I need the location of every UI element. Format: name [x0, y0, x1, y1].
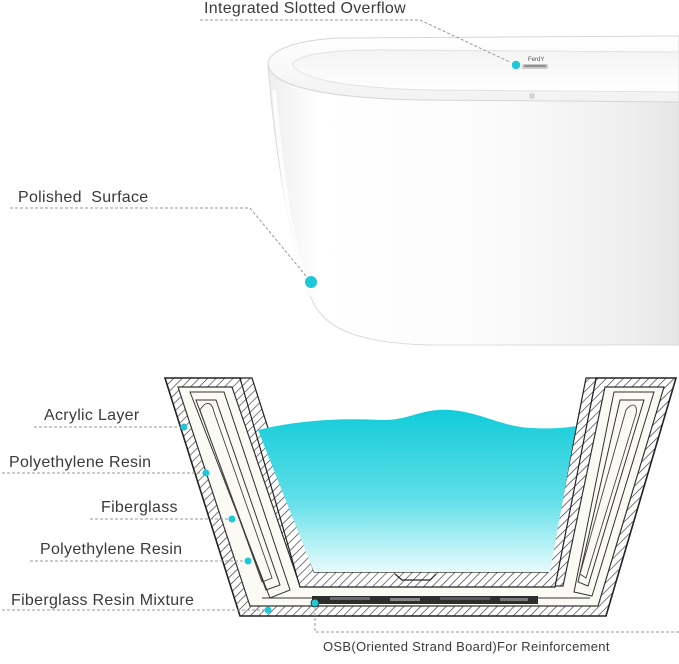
callout-mixture	[2, 606, 272, 614]
label-polyethylene-resin-2: Polyethylene Resin	[40, 541, 183, 558]
callout-pe2	[30, 557, 252, 565]
callout-dot	[510, 59, 522, 71]
callout-dot	[303, 274, 319, 290]
label-fiberglass-resin-mixture: Fiberglass Resin Mixture	[11, 592, 195, 609]
brand-mark: FerdY	[528, 57, 544, 63]
callout-dot	[228, 515, 236, 523]
label-polished-surface: Polished Surface	[18, 189, 149, 206]
osb-board	[312, 596, 538, 604]
callout-dot	[244, 557, 252, 565]
callout-dot	[202, 469, 210, 477]
cross-section-diagram	[163, 377, 678, 617]
label-fiberglass: Fiberglass	[101, 499, 178, 516]
callout-dot	[180, 423, 188, 431]
callout-dot	[310, 598, 320, 608]
tub-basin	[291, 49, 679, 93]
label-osb-reinforcement: OSB(Oriented Strand Board)For Reinforcem…	[323, 639, 610, 654]
callout-fiberglass	[90, 515, 236, 523]
label-integrated-slotted-overflow: Integrated Slotted Overflow	[204, 0, 406, 17]
callout-osb	[310, 598, 679, 633]
drain	[529, 93, 535, 99]
resin-core	[177, 386, 665, 607]
callout-pe1	[2, 469, 210, 477]
callout-dot	[264, 606, 272, 614]
label-polyethylene-resin-1: Polyethylene Resin	[9, 454, 152, 471]
callout-overflow	[200, 19, 522, 71]
water	[258, 409, 576, 572]
label-acrylic-layer: Acrylic Layer	[44, 407, 140, 424]
callout-acrylic	[34, 423, 188, 431]
bathtub-render: FerdY	[267, 35, 679, 346]
callout-polished	[10, 207, 319, 290]
